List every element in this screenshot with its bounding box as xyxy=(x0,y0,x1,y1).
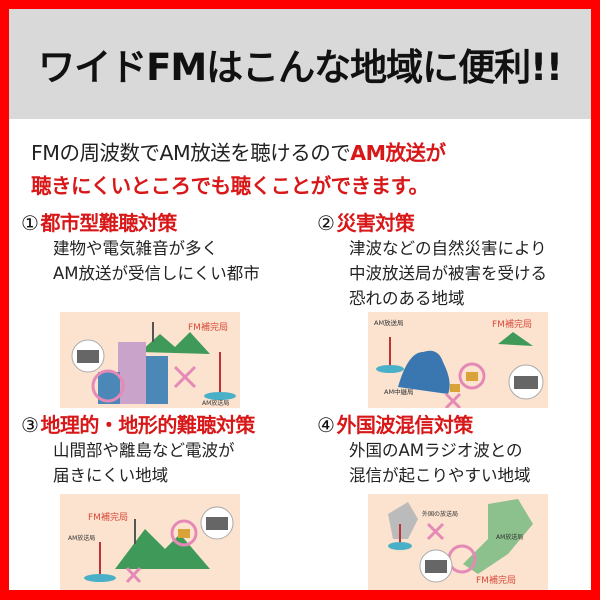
section-text: 中波放送局が被害を受ける xyxy=(349,264,547,283)
header-band: ワイドFMはこんな地域に便利!! xyxy=(9,9,591,119)
section-text: 津波などの自然災害により xyxy=(349,239,547,258)
section-title: 都市型難聴対策 xyxy=(40,211,177,235)
section-text: 建物や電気雑音が多く xyxy=(53,239,218,258)
section-text: 恐れのある地域 xyxy=(349,289,465,308)
label-am-station: AM放送局 xyxy=(202,399,229,407)
illustration-disaster: AM放送局 FM補完局 AM中継局 xyxy=(368,312,548,410)
section-title: 災害対策 xyxy=(336,211,415,235)
label-fm-station: FM補完局 xyxy=(492,318,532,330)
intro-line1-highlight: AM放送が xyxy=(350,141,446,165)
label-foreign-station: 外国の放送局 xyxy=(422,510,458,518)
section-number: ④ xyxy=(317,413,335,437)
infographic-frame: ワイドFMはこんな地域に便利!! FMの周波数でAM放送を聴けるのでAM放送が … xyxy=(9,9,591,590)
intro-line2-highlight: 聴きにくいところでも聴くことができます。 xyxy=(31,174,429,198)
section-number: ① xyxy=(21,211,39,235)
intro-text: FMの周波数でAM放送を聴けるのでAM放送が 聴きにくいところでも聴くことができ… xyxy=(31,137,446,203)
label-fm-station: FM補完局 xyxy=(476,574,516,586)
section-text: 山間部や離島など電波が xyxy=(53,441,235,460)
illustration-interference: 外国の放送局 AM放送局 FM補完局 xyxy=(368,494,548,590)
label-am-station: AM放送局 xyxy=(374,318,404,327)
intro-line1: FMの周波数でAM放送を聴けるので xyxy=(31,141,351,165)
illustration-terrain: FM補完局 AM放送局 xyxy=(60,494,240,590)
section-text: 届きにくい地域 xyxy=(53,466,169,485)
page-title: ワイドFMはこんな地域に便利!! xyxy=(38,46,563,89)
section-text: 混信が起こりやすい地域 xyxy=(349,466,531,485)
label-am-station: AM放送局 xyxy=(496,533,523,541)
illustration-urban: FM補完局 AM放送局 xyxy=(60,312,240,408)
section-number: ② xyxy=(317,211,335,235)
section-number: ③ xyxy=(21,413,39,437)
section-title: 外国波混信対策 xyxy=(336,413,473,437)
label-fm-station: FM補完局 xyxy=(188,321,228,333)
section-text: 外国のAMラジオ波との xyxy=(349,441,523,460)
label-am-station: AM放送局 xyxy=(68,534,95,542)
section-text: AM放送が受信しにくい都市 xyxy=(53,264,260,283)
label-fm-station: FM補完局 xyxy=(88,511,128,523)
label-am-relay: AM中継局 xyxy=(384,387,414,396)
section-title: 地理的・地形的難聴対策 xyxy=(40,413,255,437)
